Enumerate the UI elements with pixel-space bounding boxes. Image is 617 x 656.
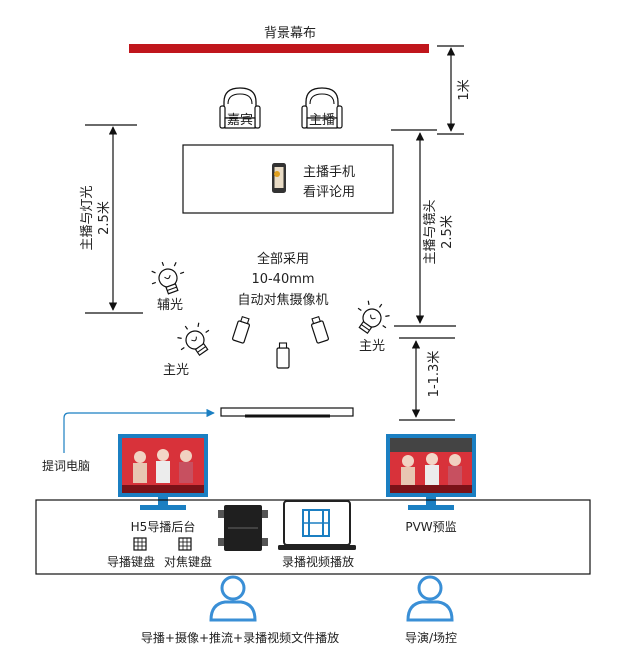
keyboard-director-label: 导播键盘 (107, 554, 155, 569)
director-person-icon (406, 575, 454, 622)
recording-playback-label: 录播视频播放 (282, 554, 354, 569)
operator-person-icon (209, 575, 257, 622)
key-light-right-icon (348, 293, 397, 341)
backdrop-label: 背景幕布 (264, 26, 316, 41)
camera-left-icon (231, 315, 252, 344)
dim-light-line2: 2.5米 (97, 201, 112, 235)
dim-top-label: 1米 (457, 79, 472, 100)
person-right-role: 导演/场控 (405, 630, 457, 645)
host-desk (182, 144, 394, 214)
dim-light-line1: 主播与灯光 (80, 185, 95, 250)
camera-right-icon (309, 315, 330, 344)
light-fill-label: 辅光 (157, 298, 183, 313)
director-keyboard-icon (133, 537, 147, 551)
fill-light-icon (145, 255, 190, 299)
chair-host-label: 主播 (309, 113, 335, 128)
phone-note-line2: 看评论用 (303, 184, 355, 200)
dim-lens-line1: 主播与镜头 (423, 199, 438, 264)
light-key-right-label: 主光 (359, 339, 385, 354)
backdrop-bar (129, 44, 429, 53)
pvw-monitor (386, 434, 476, 510)
playback-laptop-icon (278, 500, 356, 550)
phone-note-line1: 主播手机 (303, 165, 355, 180)
person-left-role: 导播+摄像+推流+录播视频文件播放 (141, 630, 339, 645)
camera-note-line2: 10-40mm (251, 272, 314, 287)
keyboard-focus-label: 对焦键盘 (164, 554, 212, 569)
key-light-left-icon (170, 315, 219, 363)
dim-lens-line2: 2.5米 (440, 215, 455, 249)
camera-center-icon (276, 342, 290, 369)
camera-note-line3: 自动对焦摄像机 (237, 293, 328, 308)
dim-bottom-label: 1-1.3米 (427, 351, 442, 398)
focus-keyboard-icon (178, 537, 192, 551)
teleprompter (220, 407, 354, 418)
prompter-pc-label: 提词电脑 (42, 458, 90, 473)
pvw-monitor-label: PVW预监 (405, 520, 456, 534)
light-key-left-label: 主光 (163, 363, 189, 378)
chair-guest-label: 嘉宾 (227, 112, 253, 128)
switcher-device-icon (218, 505, 268, 551)
prompter-connector (63, 408, 215, 453)
phone-icon (272, 163, 286, 193)
h5-monitor (118, 434, 208, 510)
camera-note-line1: 全部采用 (257, 251, 309, 267)
h5-backend-label: H5导播后台 (131, 519, 196, 534)
